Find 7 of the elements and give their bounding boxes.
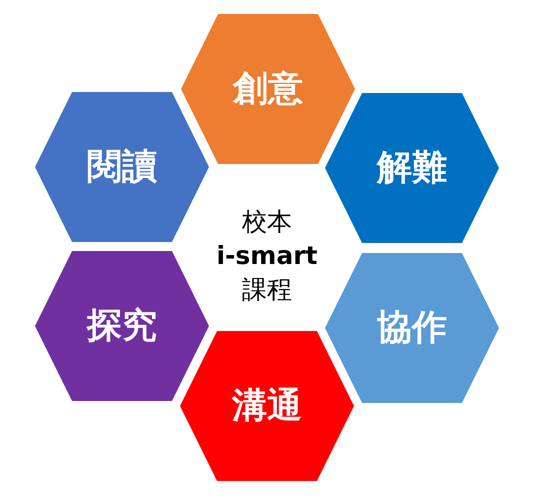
hexagon-label: 解難 bbox=[377, 148, 447, 188]
hexagon-label: 創意 bbox=[233, 69, 303, 109]
hexagon-label: 溝通 bbox=[232, 386, 302, 426]
hexagon-label: 閱讀 bbox=[87, 147, 157, 187]
hexagon-label: 協作 bbox=[377, 308, 447, 348]
center-title: 校本 i-smart 課程 bbox=[205, 205, 329, 307]
hexagon-label: 探究 bbox=[87, 306, 157, 346]
